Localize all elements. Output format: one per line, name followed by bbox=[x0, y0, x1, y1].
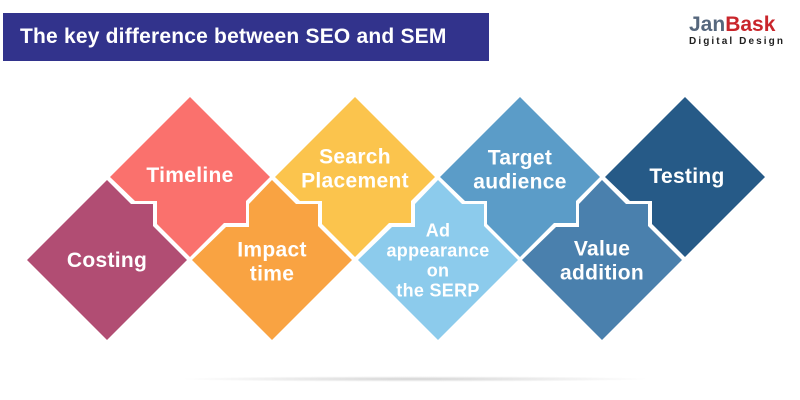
logo-tagline: Digital Design bbox=[689, 36, 786, 47]
title-banner: The key difference between SEO and SEM bbox=[3, 13, 489, 61]
diamond-value-addition bbox=[518, 176, 686, 344]
logo-jan: Jan bbox=[689, 13, 726, 36]
diamond-search-placement bbox=[271, 93, 439, 261]
logo-wordmark: JanBask bbox=[689, 14, 789, 35]
diamond-impact-time bbox=[188, 176, 356, 344]
logo-bask: Bask bbox=[725, 13, 776, 36]
diamond-testing bbox=[601, 93, 769, 261]
janbask-logo: JanBask Digital Design bbox=[689, 14, 789, 47]
diamond-target-audience bbox=[436, 93, 604, 261]
diamond-costing bbox=[23, 176, 191, 344]
page-title: The key difference between SEO and SEM bbox=[20, 25, 447, 48]
diamond-ad-appearance bbox=[354, 176, 522, 344]
diamond-timeline bbox=[106, 93, 274, 261]
ground-shadow bbox=[90, 375, 740, 383]
